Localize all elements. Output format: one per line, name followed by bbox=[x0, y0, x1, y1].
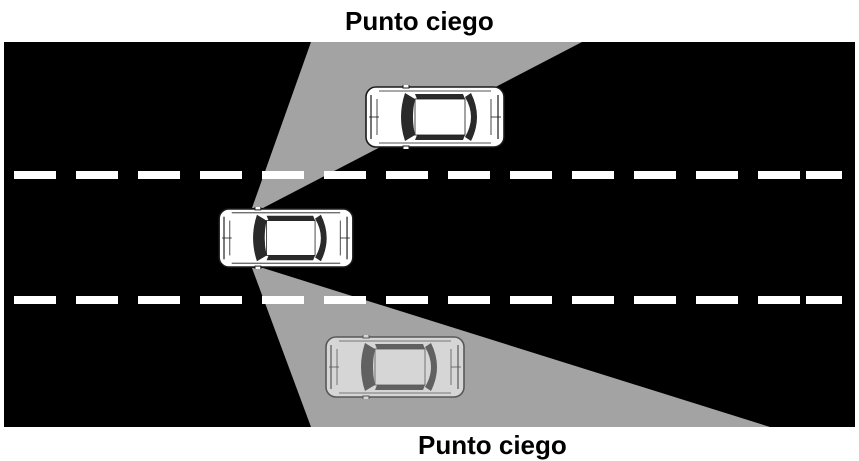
car-center bbox=[219, 205, 353, 271]
blind-spot-label-bottom: Punto ciego bbox=[418, 432, 567, 458]
blind-spot-overlay-bottom-car bbox=[323, 335, 467, 399]
lane-marking-lower bbox=[14, 296, 842, 304]
lane-marking-upper bbox=[14, 171, 842, 179]
